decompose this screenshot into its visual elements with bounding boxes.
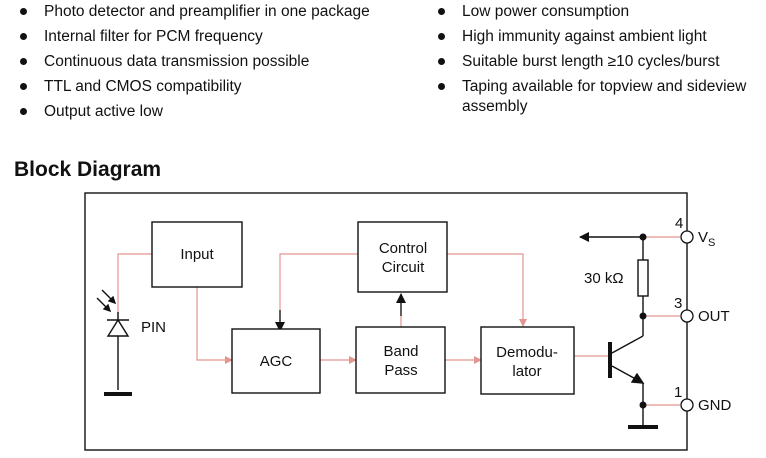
feature-item: Photo detector and preamplifier in one p… <box>18 2 418 22</box>
feature-item: Taping available for topview and sidevie… <box>436 77 756 117</box>
control-block-label-2: Circuit <box>382 259 425 276</box>
bandpass-block-label-2: Pass <box>384 362 417 379</box>
pin-number-4: 4 <box>675 215 683 232</box>
feature-list-right: Low power consumption High immunity agai… <box>436 2 756 122</box>
feature-item: TTL and CMOS compatibility <box>18 77 418 97</box>
feature-item: Internal filter for PCM frequency <box>18 27 418 47</box>
feature-item: High immunity against ambient light <box>436 27 756 47</box>
section-heading: Block Diagram <box>14 158 162 181</box>
pin-label: PIN <box>141 319 166 336</box>
signal-wires <box>117 236 680 406</box>
feature-list-left: Photo detector and preamplifier in one p… <box>18 2 418 127</box>
junction-dot <box>639 401 647 409</box>
agc-block-label: AGC <box>260 353 293 370</box>
vs-label: VS <box>698 229 715 249</box>
vs-label-main: V <box>698 229 708 246</box>
control-block-label-1: Control <box>379 240 427 257</box>
pin-number-1: 1 <box>674 384 682 401</box>
demodulator-block: Demodu- lator <box>480 326 575 395</box>
feature-item: Low power consumption <box>436 2 756 22</box>
junction-dot <box>639 233 647 241</box>
feature-item: Continuous data transmission possible <box>18 52 418 72</box>
terminal-vs <box>680 230 694 244</box>
output-stage <box>579 232 658 429</box>
gnd-label: GND <box>698 397 732 414</box>
input-block-label: Input <box>180 246 214 263</box>
terminal-gnd <box>680 398 694 412</box>
control-circuit-block: Control Circuit <box>357 221 448 293</box>
feature-item: Suitable burst length ≥10 cycles/burst <box>436 52 756 72</box>
photodiode-icon <box>96 289 132 396</box>
agc-block: AGC <box>231 328 321 394</box>
feature-item: Output active low <box>18 102 418 122</box>
resistor-label: 30 kΩ <box>584 270 624 287</box>
demod-block-label-2: lator <box>512 363 541 380</box>
pin-number-3: 3 <box>674 295 682 312</box>
vs-label-sub: S <box>708 237 715 249</box>
demod-block-label-1: Demodu- <box>496 344 558 361</box>
band-pass-block: Band Pass <box>355 326 446 394</box>
out-label: OUT <box>698 308 730 325</box>
input-block: Input <box>151 221 243 288</box>
terminal-out <box>680 309 694 323</box>
bandpass-block-label-1: Band <box>383 343 418 360</box>
junction-dot <box>639 312 647 320</box>
